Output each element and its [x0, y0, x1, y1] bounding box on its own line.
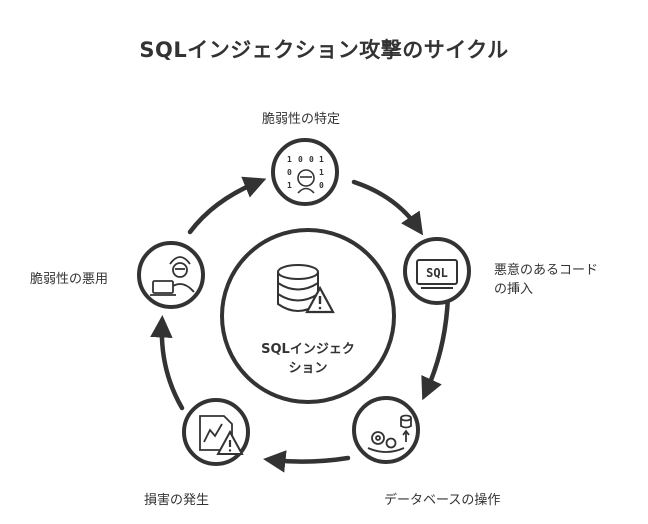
- step-insert-label-line2: の挿入: [494, 282, 534, 297]
- binary-digit: 1: [319, 155, 324, 164]
- binary-digit: 0: [319, 181, 324, 190]
- step-damage-label: 損害の発生: [144, 493, 210, 508]
- step-insert-label-line1: 悪意のあるコード: [494, 263, 599, 278]
- arrow-insert-to-manipulate: [421, 293, 451, 401]
- step-insert-label: 悪意のあるコード の挿入: [494, 261, 598, 299]
- chart-warning-icon: [199, 415, 244, 455]
- center-label: SQLインジェク ション: [238, 340, 378, 378]
- step-damage: [182, 398, 250, 466]
- center-label-line1: SQLインジェク: [261, 342, 355, 357]
- gears-database-icon: [367, 414, 412, 453]
- arrow-damage-to-exploit: [150, 315, 185, 411]
- page-title: SQLインジェクション攻撃のサイクル: [139, 38, 509, 62]
- arrow-exploit-to-identify: [187, 176, 267, 235]
- step-identify-label: 脆弱性の特定: [262, 112, 341, 127]
- step-exploit-label: 脆弱性の悪用: [30, 272, 109, 287]
- center-label-line2: ション: [288, 361, 328, 376]
- sql-screen-text: SQL: [426, 266, 448, 280]
- step-insert: SQL: [403, 237, 471, 305]
- database-warning-icon: [277, 264, 335, 314]
- binary-digit: 1: [287, 155, 292, 164]
- sql-screen-icon: [416, 259, 458, 289]
- binary-hacker-icon: 1 0 0 1 0 1 1 0: [287, 155, 324, 190]
- step-manipulate: [352, 396, 420, 464]
- binary-digit: 1: [319, 168, 324, 177]
- arrow-manipulate-to-damage: [263, 450, 351, 473]
- binary-digit: 0: [309, 155, 314, 164]
- binary-digit: 0: [298, 155, 303, 164]
- binary-digit: 1: [287, 181, 292, 190]
- step-exploit: [137, 241, 205, 309]
- binary-digit: 0: [287, 168, 292, 177]
- arrow-identify-to-insert: [351, 179, 424, 236]
- hacker-laptop-icon: [150, 256, 195, 296]
- step-identify: 1 0 0 1 0 1 1 0: [271, 138, 339, 206]
- step-manipulate-label: データベースの操作: [384, 493, 501, 508]
- center-circle: [220, 228, 396, 404]
